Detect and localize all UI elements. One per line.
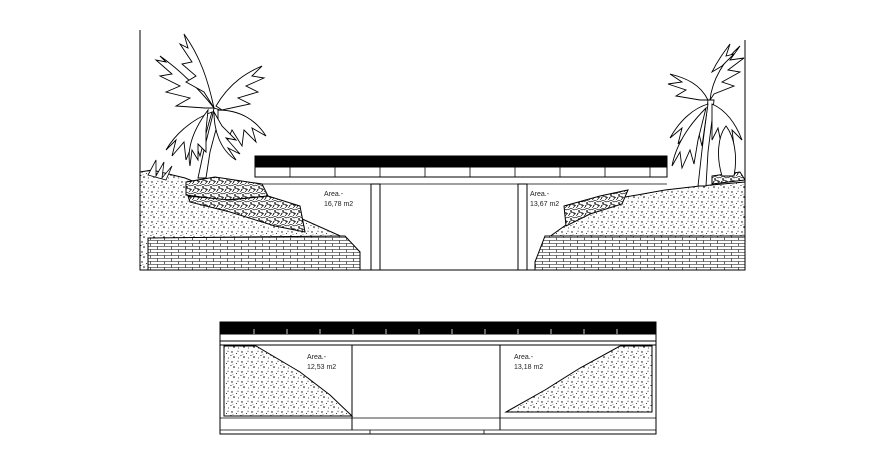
upper-right-area-value: 13,67 m2 xyxy=(530,201,559,208)
lower-right-area-value: 13,18 m2 xyxy=(514,364,543,371)
upper-section xyxy=(139,30,746,271)
lower-left-area-title: Area.- xyxy=(307,354,327,361)
upper-deck-joints xyxy=(289,167,651,177)
upper-deck-slab xyxy=(254,155,668,168)
lower-left-fill xyxy=(223,345,354,417)
upper-deck-beam xyxy=(254,166,668,178)
left-shrub-icon xyxy=(147,159,173,181)
lower-base-ticks xyxy=(369,430,485,434)
lower-deck-slab xyxy=(220,321,656,335)
lower-section xyxy=(219,321,657,435)
lower-left-area-value: 12,53 m2 xyxy=(307,364,336,371)
left-palm-tree-icon xyxy=(154,33,267,179)
upper-left-pillar xyxy=(370,183,381,271)
lower-right-area-label: Area.- 13,18 m2 xyxy=(514,354,543,371)
upper-right-rock-layer xyxy=(563,189,629,227)
upper-left-masonry-wall xyxy=(147,235,361,271)
right-palm-tree-icon xyxy=(667,43,745,187)
right-cypress-icon xyxy=(718,125,737,177)
upper-left-rock-layer-2 xyxy=(187,195,306,233)
upper-left-area-title: Area.- xyxy=(324,191,344,198)
upper-left-area-label: Area.- 16,78 m2 xyxy=(324,191,353,208)
upper-right-masonry-wall xyxy=(534,235,746,271)
lower-right-fill xyxy=(504,345,653,413)
lower-left-area-label: Area.- 12,53 m2 xyxy=(307,354,336,371)
upper-right-area-title: Area.- xyxy=(530,191,550,198)
upper-right-area-label: Area.- 13,67 m2 xyxy=(530,191,559,208)
lower-right-area-title: Area.- xyxy=(514,354,534,361)
lower-deck-joints xyxy=(253,329,618,334)
upper-right-pillar xyxy=(517,183,528,271)
upper-left-area-value: 16,78 m2 xyxy=(324,201,353,208)
